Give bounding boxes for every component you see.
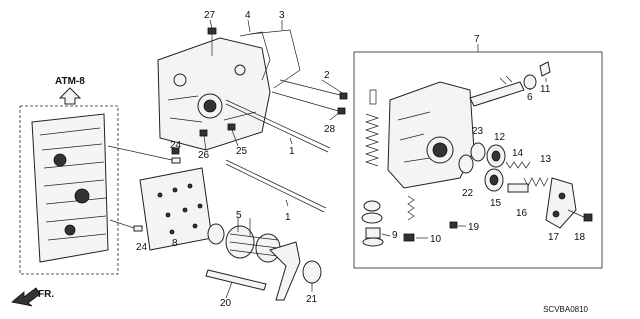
callout-7: 7 (474, 34, 480, 45)
callout-21: 21 (306, 294, 318, 305)
callout-10: 10 (430, 234, 442, 245)
callout-3: 3 (279, 10, 285, 21)
callout-28: 28 (324, 124, 336, 135)
callout-16: 16 (516, 208, 528, 219)
callout-1-upper: 1 (289, 146, 295, 157)
bolt-24-upper (171, 147, 180, 155)
o-ring-22 (458, 154, 474, 174)
direction-label: FR. (38, 289, 54, 300)
bolt-19 (449, 221, 458, 229)
servo-piston (225, 225, 281, 263)
callout-27: 27 (204, 10, 216, 21)
callout-17: 17 (548, 232, 560, 243)
callout-14: 14 (512, 148, 524, 159)
top-valve-6 (469, 74, 537, 107)
spring-14 (505, 161, 531, 169)
oil-pipe-3 (249, 29, 301, 89)
callout-26: 26 (198, 150, 210, 161)
bolt-26 (199, 129, 208, 151)
reference-label: ATM-8 (55, 76, 85, 87)
valve-body-plate (31, 113, 109, 263)
callout-15: 15 (490, 198, 502, 209)
sleeve-12 (486, 144, 506, 168)
callout-24-upper: 24 (170, 140, 182, 151)
callout-9: 9 (392, 230, 398, 241)
long-bolt-upper (225, 99, 331, 153)
regulator-valve-body (387, 81, 475, 189)
valve-16 (507, 183, 529, 193)
snap-ring-5 (207, 223, 225, 245)
callout-6: 6 (527, 92, 533, 103)
callout-11: 11 (540, 84, 551, 95)
callout-1-lower: 1 (285, 212, 291, 223)
callout-22: 22 (462, 188, 474, 199)
sleeve-15 (484, 168, 504, 192)
filter-10 (403, 195, 415, 242)
separator-plate (139, 167, 213, 251)
callout-8: 8 (172, 238, 178, 249)
shift-fork (269, 241, 301, 301)
bolt-2 (279, 79, 348, 100)
bolt-28 (271, 91, 346, 115)
valve-plug-9 (362, 227, 384, 247)
callout-24-lower: 24 (136, 242, 148, 253)
callout-25: 25 (236, 146, 248, 157)
callout-5: 5 (236, 210, 242, 221)
main-valve-body (157, 37, 271, 151)
cover-17 (545, 177, 577, 229)
callout-2: 2 (324, 70, 330, 81)
bolt-25 (227, 123, 239, 147)
callout-23: 23 (472, 126, 484, 137)
callout-20: 20 (220, 298, 232, 309)
o-ring-21 (302, 260, 322, 284)
callout-4: 4 (245, 10, 251, 21)
valve-spring-stack (361, 89, 383, 224)
bolt-18 (567, 209, 593, 222)
dowel-pin-lower (133, 225, 143, 232)
front-direction-arrow-icon (11, 287, 41, 307)
sleeve-23 (470, 142, 486, 162)
long-bolt-lower (225, 159, 327, 213)
up-arrow-icon (58, 87, 82, 105)
callout-19: 19 (468, 222, 480, 233)
callout-12: 12 (494, 132, 506, 143)
dowel-pin-upper (171, 157, 181, 164)
clip-11 (539, 61, 551, 77)
callout-13: 13 (540, 154, 552, 165)
diagram-code: SCVBA0810 (543, 305, 588, 314)
callout-18: 18 (574, 232, 586, 243)
reference-group-box (19, 105, 119, 275)
shaft-20 (205, 269, 267, 291)
